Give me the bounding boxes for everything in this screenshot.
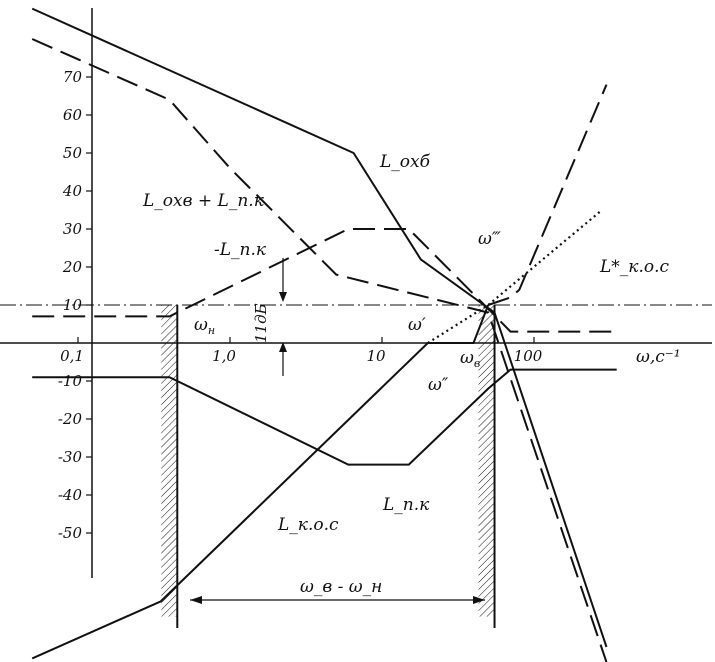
- y-tick-label-4: 30: [63, 220, 83, 238]
- x-axis-label: ω,c⁻¹: [636, 347, 681, 367]
- y-ticks: 70 60 50 40 30 20 10 -10 -20 -30 -40 -50: [58, 68, 92, 542]
- omega-double-prime-label: ω″: [428, 375, 449, 395]
- omega-v-label: ωв: [460, 348, 480, 370]
- db-mark: 11дБ: [252, 258, 287, 376]
- svg-text:11дБ: 11дБ: [252, 303, 270, 343]
- y-tick-label-1: 60: [63, 106, 83, 124]
- label-L-kos: L_к.о.с: [277, 515, 339, 535]
- series-line-6: [427, 209, 603, 344]
- x-tick-label-3: 100: [514, 347, 543, 365]
- omega-n-symbol: ω: [194, 315, 208, 335]
- y-tick-label-8: -20: [58, 410, 83, 428]
- label-L-pk: L_п.к: [382, 495, 430, 515]
- svg-text:ω_в - ω_н: ω_в - ω_н: [300, 577, 382, 597]
- label-L-kos-star: L*_к.о.с: [599, 257, 669, 277]
- y-tick-label-7: -10: [58, 372, 83, 390]
- y-tick-label-2: 50: [63, 144, 83, 162]
- bandwidth-arrow: ω_в - ω_н: [190, 577, 485, 604]
- omega-v-symbol: ω: [460, 348, 474, 368]
- reference-lines: [0, 304, 712, 344]
- y-tick-label-9: -30: [58, 448, 83, 466]
- y-tick-label-5: 20: [62, 258, 83, 276]
- curves: [31, 7, 617, 662]
- y-tick-label-6: 10: [63, 296, 83, 314]
- label-L-okhb: L_охб: [379, 152, 431, 172]
- x-tick-label-0: 0,1: [60, 347, 84, 365]
- y-tick-label-11: -50: [58, 524, 83, 542]
- band-hatch-0: [161, 305, 178, 617]
- series-line-2: [32, 228, 617, 333]
- label-minus-L-pk: -L_п.к: [214, 240, 267, 260]
- y-tick-label-10: -40: [58, 486, 83, 504]
- omega-v-subscript: в: [474, 357, 480, 370]
- y-tick-label-0: 70: [63, 68, 83, 86]
- label-L-sum: L_охв + L_п.к: [142, 191, 265, 211]
- omega-triple-prime-label: ω‴: [478, 229, 501, 249]
- frequency-bands: [161, 305, 496, 628]
- series-line-3: [32, 368, 617, 466]
- omega-n-subscript: н: [208, 324, 215, 337]
- series-line-4: [31, 304, 490, 660]
- series-line-0: [31, 7, 608, 648]
- y-tick-label-3: 40: [62, 182, 83, 200]
- omega-n-label: ωн: [194, 315, 215, 337]
- x-tick-label-2: 10: [366, 347, 386, 365]
- series-line-5: [487, 84, 608, 306]
- omega-prime-label: ω′: [408, 315, 426, 335]
- band-hatch-1: [478, 305, 495, 617]
- x-ticks: 0,1 1,0 10 100: [60, 337, 543, 365]
- x-tick-label-1: 1,0: [212, 347, 236, 365]
